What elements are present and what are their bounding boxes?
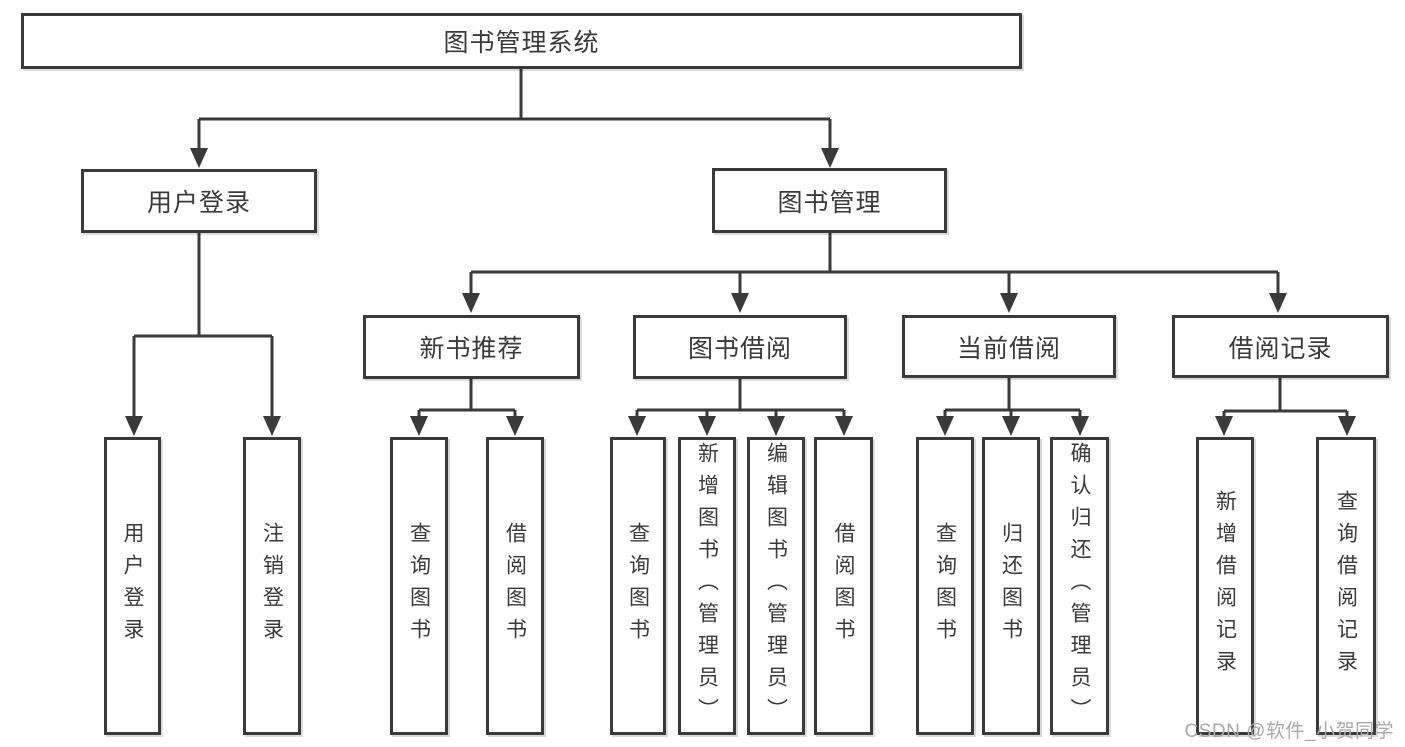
edge-root-to-level1 [197,69,832,150]
arrowhead-icon [462,293,480,313]
node-label: 查询图书 [407,522,431,650]
arrowhead-icon [1269,293,1287,313]
edge-bookborrow-to-leaves [635,379,846,418]
node-label: 编辑图书（管理员） [764,442,788,730]
node-leaf-edit-books-admin: 编辑图书（管理员） [747,437,805,735]
node-label: 归还图书 [999,522,1023,650]
node-label: 新增借阅记录 [1213,490,1237,682]
node-label: 查询图书 [626,522,650,650]
node-leaf-user-login: 用户登录 [104,437,161,735]
arrowhead-icon [835,416,853,436]
node-label: 查询图书 [933,522,957,650]
arrowhead-icon [731,293,749,313]
arrowhead-icon [190,148,208,168]
node-label: 新书推荐 [419,335,524,363]
node-leaf-confirm-return-admin: 确认归还（管理员） [1050,437,1109,735]
node-label: 当前借阅 [956,334,1061,363]
node-leaf-add-books-admin: 新增图书（管理员） [678,437,736,735]
node-label: 注销登录 [260,522,284,650]
arrowhead-icon [698,416,716,436]
arrowhead-icon [821,148,839,168]
node-leaf-query-books-borrowing: 查询图书 [610,437,666,735]
edge-currentborrow-to-leaves [943,378,1082,418]
arrowhead-icon [410,416,428,436]
node-leaf-return-books: 归还图书 [982,437,1040,735]
arrowhead-icon [1071,416,1089,436]
arrowhead-icon [263,416,281,436]
node-label: 图书管理系统 [443,29,600,57]
node-user-login: 用户登录 [81,169,317,233]
arrowhead-icon [936,416,954,436]
node-label: 图书借阅 [687,335,792,363]
node-label: 图书管理 [777,188,882,217]
node-book-borrowing: 图书借阅 [633,315,847,379]
node-current-borrowing: 当前借阅 [902,315,1116,378]
node-book-management: 图书管理 [712,168,947,233]
node-leaf-add-borrow-record: 新增借阅记录 [1196,437,1254,735]
arrowhead-icon [1000,293,1018,313]
node-new-book-recommendation: 新书推荐 [363,315,580,379]
arrowhead-icon [1002,416,1020,436]
arrowhead-icon [1215,416,1233,436]
node-label: 用户登录 [121,522,144,650]
node-label: 借阅图书 [503,522,527,650]
arrowhead-icon [767,416,785,436]
arrowhead-icon [1338,416,1356,436]
edge-newbook-to-leaves [417,379,517,418]
node-library-management-system: 图书管理系统 [21,13,1022,69]
node-label: 确认归还（管理员） [1068,442,1091,730]
arrowhead-icon [628,416,646,436]
node-leaf-query-books-newbook: 查询图书 [390,437,448,735]
edge-borrowrecord-to-leaves [1222,378,1349,418]
node-leaf-borrow-books-borrowing: 借阅图书 [814,437,873,735]
node-borrowing-records: 借阅记录 [1172,315,1389,378]
edge-bookmgmt-to-level2 [469,233,1280,295]
arrowhead-icon [506,416,524,436]
node-leaf-query-books-current: 查询图书 [916,437,974,735]
node-label: 新增图书（管理员） [695,442,719,730]
node-leaf-query-borrow-record: 查询借阅记录 [1316,437,1376,735]
node-leaf-logout: 注销登录 [243,437,301,735]
node-label: 用户登录 [146,189,251,217]
node-label: 借阅图书 [832,522,855,650]
edge-userlogin-to-leaves [132,233,274,418]
node-label: 查询借阅记录 [1334,490,1358,682]
csdn-watermark: CSDN @软件_小贺同学 [1184,721,1394,742]
arrowhead-icon [125,416,143,436]
node-label: 借阅记录 [1228,334,1333,363]
node-leaf-borrow-books-newbook: 借阅图书 [486,437,544,735]
